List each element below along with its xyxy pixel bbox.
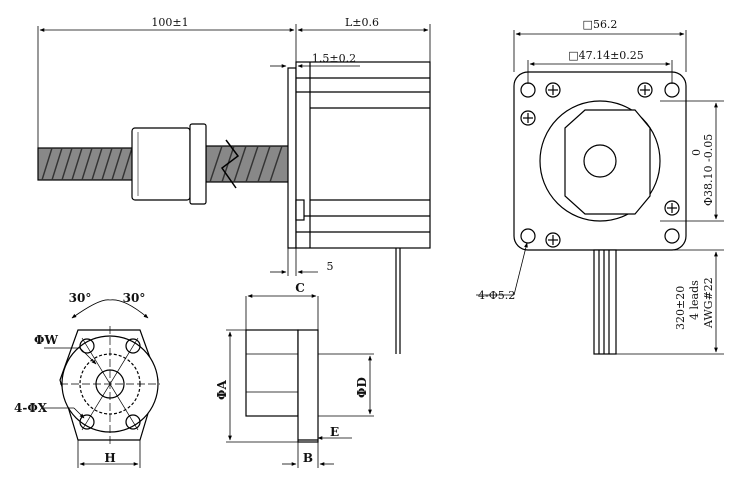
flange-thickness-label: 1.5±0.2 <box>312 52 356 65</box>
nut-e-label: E <box>330 425 339 439</box>
nut-angle-right-label: 30° <box>123 291 146 305</box>
lead-screw-nut <box>131 123 207 205</box>
boss-diameter-label: Φ38.10 -0.05 <box>702 134 715 206</box>
nut-hole-icon <box>79 338 141 430</box>
motor-body <box>287 61 431 354</box>
mount-holes-label: 4-Φ5.2 <box>478 289 515 302</box>
lead-gauge-label: AWG#22 <box>702 277 715 329</box>
hole-spacing-label: □47.14±0.25 <box>568 49 644 62</box>
body-length-label: L±0.6 <box>345 16 379 29</box>
lead-screw <box>37 139 291 189</box>
nut-angle-left-label: 30° <box>69 291 92 305</box>
lead-count-label: 4 leads <box>688 280 701 320</box>
boss-tolerance-upper: 0 <box>690 149 703 156</box>
nut-diameter-w-label: ΦW <box>34 333 58 347</box>
screw-length-label: 100±1 <box>151 16 188 29</box>
lead-offset-label: 5 <box>327 260 334 273</box>
square-size-label: □56.2 <box>583 18 618 31</box>
nut-width-h-label: H <box>104 451 115 465</box>
lead-length-label: 320±20 <box>674 286 687 330</box>
nut-side-view <box>226 294 374 468</box>
nut-front-view <box>44 299 160 468</box>
nut-diameter-a-label: ΦA <box>215 380 229 400</box>
screw-head-icon <box>520 82 680 248</box>
motor-end-view <box>476 30 724 355</box>
nut-holes-x-label: 4-ΦX <box>14 401 48 415</box>
motor-side-view <box>37 24 431 354</box>
nut-diameter-d-label: ΦD <box>355 377 369 398</box>
nut-length-c-label: C <box>295 281 305 295</box>
nut-b-label: B <box>303 451 313 465</box>
